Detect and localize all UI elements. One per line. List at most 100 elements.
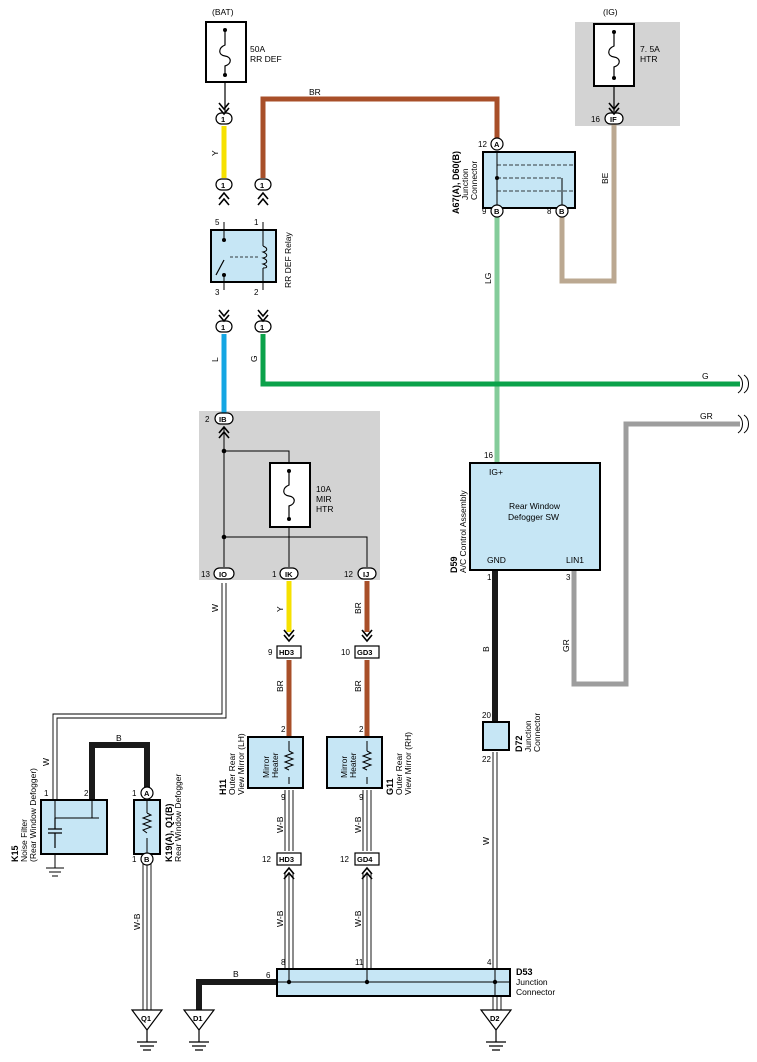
pin-9-hd3: 9 [268,648,273,657]
d72-junction-connector [482,721,510,751]
conn-ib: IB [219,415,227,424]
wire-be [559,124,617,284]
d53-line2: Connector [516,987,555,997]
pin-16-if: 16 [591,115,600,124]
rect-connectors [276,645,380,866]
conn-1: 1 [221,115,225,124]
wire-label-be: BE [600,172,610,184]
d72-line1: Junction [523,720,533,752]
d59-pin-num-1: 1 [487,573,492,582]
pin-12-gd4: 12 [340,855,349,864]
pin-13-io: 13 [201,570,210,579]
fuse-rr-def-name: RR DEF [250,54,282,64]
ground-symbols [130,1009,513,1051]
inline-connectors [213,112,624,580]
d53-code: D53 [516,967,533,977]
wire-label-w-k15: W [41,758,51,766]
a67-line1: Junction [460,168,470,200]
relay-pin-2: 2 [254,288,259,297]
h11-code: H11 [218,779,228,795]
a67-id-b2: B [559,207,565,216]
wire-label-wb-g11-bot: W-B [353,910,363,927]
ground-d2: D2 [490,1014,500,1023]
wire-label-wb-g11-top: W-B [353,816,363,833]
g11-mirror-heater [326,736,383,789]
wire-break-g [737,374,749,394]
wire-label-wb-h11-bot: W-B [275,910,285,927]
wire-label-gr-vert: GR [561,639,571,652]
a67-d60-junction-connector [482,137,576,218]
wire-label-lg: LG [483,273,493,284]
a67-pin-12: 12 [478,140,487,149]
conn-hd3-bot: HD3 [279,855,294,864]
d72-pin-20: 20 [482,711,491,720]
d53-pin-6: 6 [266,971,271,980]
h11-heater2: Heater [270,752,280,778]
fuse-mir-name1: MIR [316,494,332,504]
h11-pin-2: 2 [281,725,286,734]
conn-ij: IJ [363,570,369,579]
a67-id-b1: B [494,207,500,216]
d59-pin-lin: LIN1 [566,555,584,565]
conn-ik: IK [285,570,293,579]
d72-code: D72 [514,735,524,752]
conn-if: IF [610,115,617,124]
h11-line1: Outer Rear [227,753,237,795]
h11-line2: View Mirror (LH) [236,733,246,795]
wire-gr [571,421,740,687]
conn-1: 1 [221,323,225,332]
conn-io: IO [219,570,227,579]
g11-pin-9: 9 [359,793,364,802]
conn-1: 1 [260,323,264,332]
k15-pin-2: 2 [84,789,89,798]
g11-code: G11 [385,778,395,795]
k19-line1: Rear Window Defogger [173,773,183,862]
wire-label-wb-h11-top: W-B [275,816,285,833]
rr-def-relay [210,222,277,290]
fuse-htr-name: HTR [640,54,657,64]
conn-1: 1 [260,181,264,190]
wire-label-wb-k19: W-B [132,913,142,930]
relay-pin-3: 3 [215,288,220,297]
d53-line1: Junction [516,977,548,987]
wire-b-d1 [196,979,277,1010]
k15-pin-1: 1 [44,789,49,798]
connector-chevrons [218,102,620,880]
conn-1: 1 [221,181,225,190]
fuse-htr-amp: 7. 5A [640,44,660,54]
a67-line2: Connector [469,161,479,200]
pin-1-ik: 1 [272,570,277,579]
wire-label-w-io: W [210,604,220,612]
d59-pin-gnd: GND [487,555,506,565]
k19-id-b: B [144,855,150,864]
k19-id-a: A [144,789,150,798]
g11-heater2: Heater [348,752,358,778]
wire-br-top [260,96,500,178]
white-wires [52,583,502,1010]
k15-line1: Noise Filter [19,819,29,862]
d59-pin-ig: IG+ [489,467,503,477]
d59-name: A/C Control Assembly [458,490,468,573]
fuse-10a-mir-htr [269,462,311,528]
k15-code: K15 [10,845,20,862]
d53-junction-connector [276,968,511,997]
pin-2-ib: 2 [205,415,210,424]
wire-label-b-gnd: B [481,646,491,652]
a67-pin-8: 8 [547,207,552,216]
k15-line2: (Rear Window Defogger) [28,768,38,862]
wire-g [260,334,740,387]
pin-10-gd3: 10 [341,648,350,657]
bat-label: (BAT) [212,7,234,17]
k19-pin-1a: 1 [132,789,137,798]
d59-ac-control-assembly [469,462,601,571]
conn-gd3: GD3 [357,648,372,657]
relay-pin-5: 5 [215,218,220,227]
a67-id-a: A [494,140,500,149]
d53-pin-11: 11 [355,958,364,967]
splice-dot [221,448,227,454]
wire-label-br-h11: BR [275,680,285,692]
g11-heater1: Mirror [339,756,349,778]
ground-q1: Q1 [141,1014,151,1023]
k15-noise-filter [40,799,108,877]
conn-hd3-top: HD3 [279,648,294,657]
